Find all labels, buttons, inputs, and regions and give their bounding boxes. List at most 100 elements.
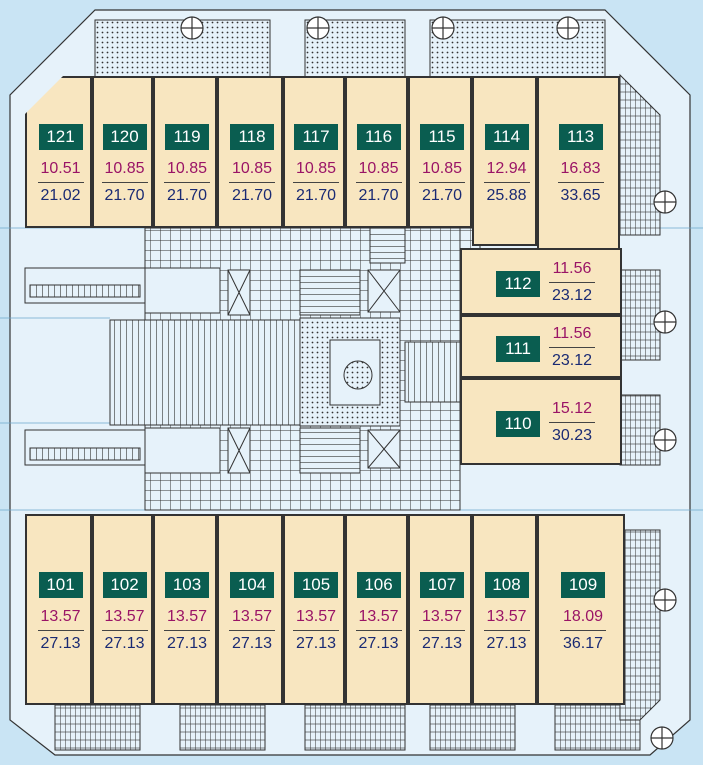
unit-net-area: 15.12 [551,399,593,417]
area-divider [549,421,595,423]
unit-number-badge: 105 [294,572,338,598]
unit-106: 106 13.57 27.13 [345,514,408,705]
unit-net-area: 13.57 [104,608,145,625]
tree-icons [180,16,677,750]
unit-net-area: 13.57 [486,608,527,625]
unit-net-area: 11.56 [552,324,592,342]
unit-115: 115 10.85 21.70 [408,76,472,228]
unit-number-badge: 109 [561,572,605,598]
unit-number-badge: 104 [230,572,274,598]
unit-109: 109 18.09 36.17 [537,514,625,705]
unit-number-badge: 121 [38,124,83,150]
unit-gross-area: 21.70 [358,187,399,204]
unit-net-area: 13.57 [358,608,399,625]
unit-number-badge: 112 [496,270,540,297]
unit-net-area: 13.57 [295,608,337,625]
unit-gross-area: 21.02 [40,187,81,204]
unit-107: 107 13.57 27.13 [408,514,472,705]
unit-113: 113 16.83 33.65 [537,76,620,251]
unit-gross-area: 27.13 [166,635,208,652]
area-divider [164,182,210,183]
unit-number-badge: 111 [496,335,540,362]
right-balconies [619,73,661,721]
unit-gross-area: 27.13 [486,635,527,652]
unit-gross-area: 21.70 [295,187,337,204]
area-divider [355,182,402,183]
unit-net-area: 11.56 [552,259,592,277]
unit-net-area: 10.85 [231,160,273,177]
unit-net-area: 10.85 [358,160,399,177]
unit-number-badge: 113 [558,124,603,150]
unit-108: 108 13.57 27.13 [472,514,537,705]
area-divider [419,182,465,183]
unit-number-badge: 102 [102,572,147,598]
unit-number-badge: 114 [484,124,529,150]
area-divider [101,182,148,183]
area-divider [293,182,339,183]
unit-120: 120 10.85 21.70 [92,76,153,228]
unit-110: 110 15.12 30.23 [460,378,622,465]
stairwell-left [109,319,301,426]
unit-net-area: 18.09 [562,608,604,625]
unit-number-badge: 117 [294,124,338,150]
area-divider [560,630,606,631]
unit-gross-area: 23.12 [551,286,593,304]
unit-net-area: 10.51 [40,160,81,177]
top-balconies [94,19,606,79]
area-divider [549,346,595,348]
bottom-balconies [54,704,641,751]
unit-gross-area: 27.13 [231,635,273,652]
area-divider [37,630,84,631]
unit-number-badge: 101 [38,572,83,598]
unit-gross-area: 25.88 [486,187,527,204]
unit-net-area: 13.57 [421,608,463,625]
unit-net-area: 16.83 [560,160,601,177]
unit-number-badge: 115 [420,124,464,150]
unit-number-badge: 118 [230,124,274,150]
area-divider [37,182,84,183]
unit-117: 117 10.85 21.70 [283,76,345,228]
area-divider [483,630,530,631]
area-divider [419,630,465,631]
unit-number-badge: 108 [484,572,529,598]
unit-gross-area: 27.13 [358,635,399,652]
unit-net-area: 10.85 [295,160,337,177]
unit-net-area: 12.94 [486,160,527,177]
unit-number-badge: 116 [356,124,401,150]
unit-101: 101 13.57 27.13 [25,514,92,705]
unit-net-area: 13.57 [40,608,81,625]
unit-gross-area: 21.70 [421,187,463,204]
area-divider [549,281,595,283]
area-divider [229,182,275,183]
unit-number-badge: 106 [356,572,401,598]
unit-gross-area: 33.65 [560,187,601,204]
unit-121: 121 10.51 21.02 [25,76,92,228]
unit-number-badge: 103 [165,572,209,598]
unit-number-badge: 107 [420,572,464,598]
unit-gross-area: 27.13 [40,635,81,652]
unit-gross-area: 21.70 [104,187,145,204]
unit-gross-area: 21.70 [166,187,208,204]
unit-gross-area: 21.70 [231,187,273,204]
unit-105: 105 13.57 27.13 [283,514,345,705]
area-divider [229,630,275,631]
unit-net-area: 10.85 [421,160,463,177]
area-divider [164,630,210,631]
unit-gross-area: 27.13 [421,635,463,652]
unit-net-area: 10.85 [104,160,145,177]
unit-gross-area: 30.23 [551,426,593,444]
unit-118: 118 10.85 21.70 [217,76,283,228]
area-divider [101,630,148,631]
area-divider [483,182,530,183]
unit-number-badge: 110 [496,410,540,437]
unit-number-badge: 120 [102,124,147,150]
unit-gross-area: 27.13 [295,635,337,652]
unit-gross-area: 36.17 [562,635,604,652]
area-divider [293,630,339,631]
